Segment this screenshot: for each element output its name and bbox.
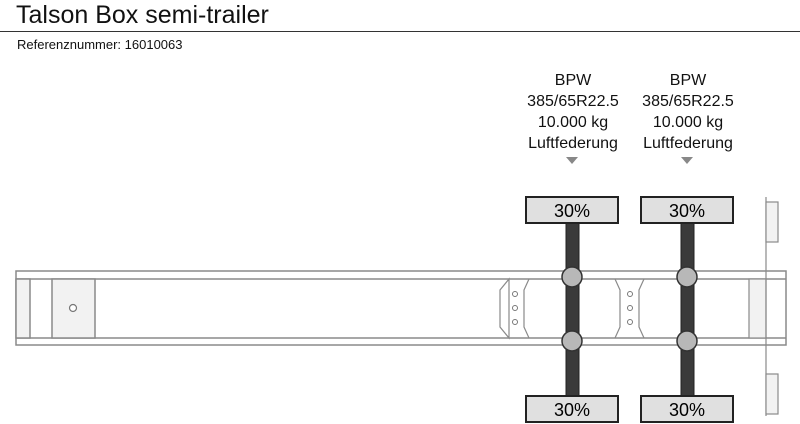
axle-2-bracket-edge-a bbox=[614, 278, 621, 339]
bolt-icon bbox=[627, 319, 633, 325]
axle-1-hub-bottom bbox=[561, 330, 583, 352]
axle-1-hub-top bbox=[561, 266, 583, 288]
axle-2-wear-top: 30% bbox=[669, 201, 705, 221]
reference-number: Referenznummer: 16010063 bbox=[17, 37, 183, 52]
rear-bumper bbox=[748, 278, 767, 339]
axle-2-bracket-edge-b bbox=[638, 278, 645, 339]
rear-light-bottom bbox=[765, 373, 779, 415]
axle-2-tire-bottom bbox=[640, 395, 734, 423]
axle-1-suspension: Luftfederung bbox=[528, 135, 618, 152]
axle-1-pointer-icon bbox=[566, 157, 578, 164]
bolt-icon bbox=[512, 291, 518, 297]
bolt-icon bbox=[512, 319, 518, 325]
axle-1-brand: BPW bbox=[554, 72, 592, 89]
axle-2-tire-size: 385/65R22.5 bbox=[642, 93, 734, 110]
axle-1-shaft bbox=[565, 221, 580, 398]
axle-2-pointer-icon bbox=[681, 157, 693, 164]
rear-light-top bbox=[765, 201, 779, 243]
axle-1-load: 10.000 kg bbox=[537, 114, 609, 131]
axle-2-hub-bottom bbox=[676, 330, 698, 352]
axle-2-load: 10.000 kg bbox=[652, 114, 724, 131]
axle-1-tire-size: 385/65R22.5 bbox=[527, 93, 619, 110]
bolt-icon bbox=[627, 291, 633, 297]
axle-1-front-bracket bbox=[499, 277, 510, 340]
axle-1-info: BPW 385/65R22.5 10.000 kg Luftfederung bbox=[513, 70, 633, 154]
bolt-icon bbox=[627, 305, 633, 311]
chassis-frame bbox=[15, 270, 787, 346]
kingpin-icon bbox=[68, 303, 78, 313]
axle-1-bracket-edge bbox=[523, 278, 530, 339]
axle-2-info: BPW 385/65R22.5 10.000 kg Luftfederung bbox=[628, 70, 748, 154]
axle-2-brand: BPW bbox=[669, 72, 707, 89]
axle-2-suspension: Luftfederung bbox=[643, 135, 733, 152]
axle-1-tire-bottom bbox=[525, 395, 619, 423]
axle-2-wear-bottom: 30% bbox=[669, 400, 705, 420]
bolt-icon bbox=[512, 305, 518, 311]
axle-2-hub-top bbox=[676, 266, 698, 288]
axle-1-tire-top bbox=[525, 196, 619, 224]
title-divider bbox=[0, 31, 800, 32]
axle-1-wear-bottom: 30% bbox=[554, 400, 590, 420]
front-end-beam bbox=[15, 278, 31, 339]
axle-1-wear-top: 30% bbox=[554, 201, 590, 221]
page-title: Talson Box semi-trailer bbox=[16, 1, 269, 29]
axle-2-shaft bbox=[680, 221, 695, 398]
axle-2-tire-top bbox=[640, 196, 734, 224]
